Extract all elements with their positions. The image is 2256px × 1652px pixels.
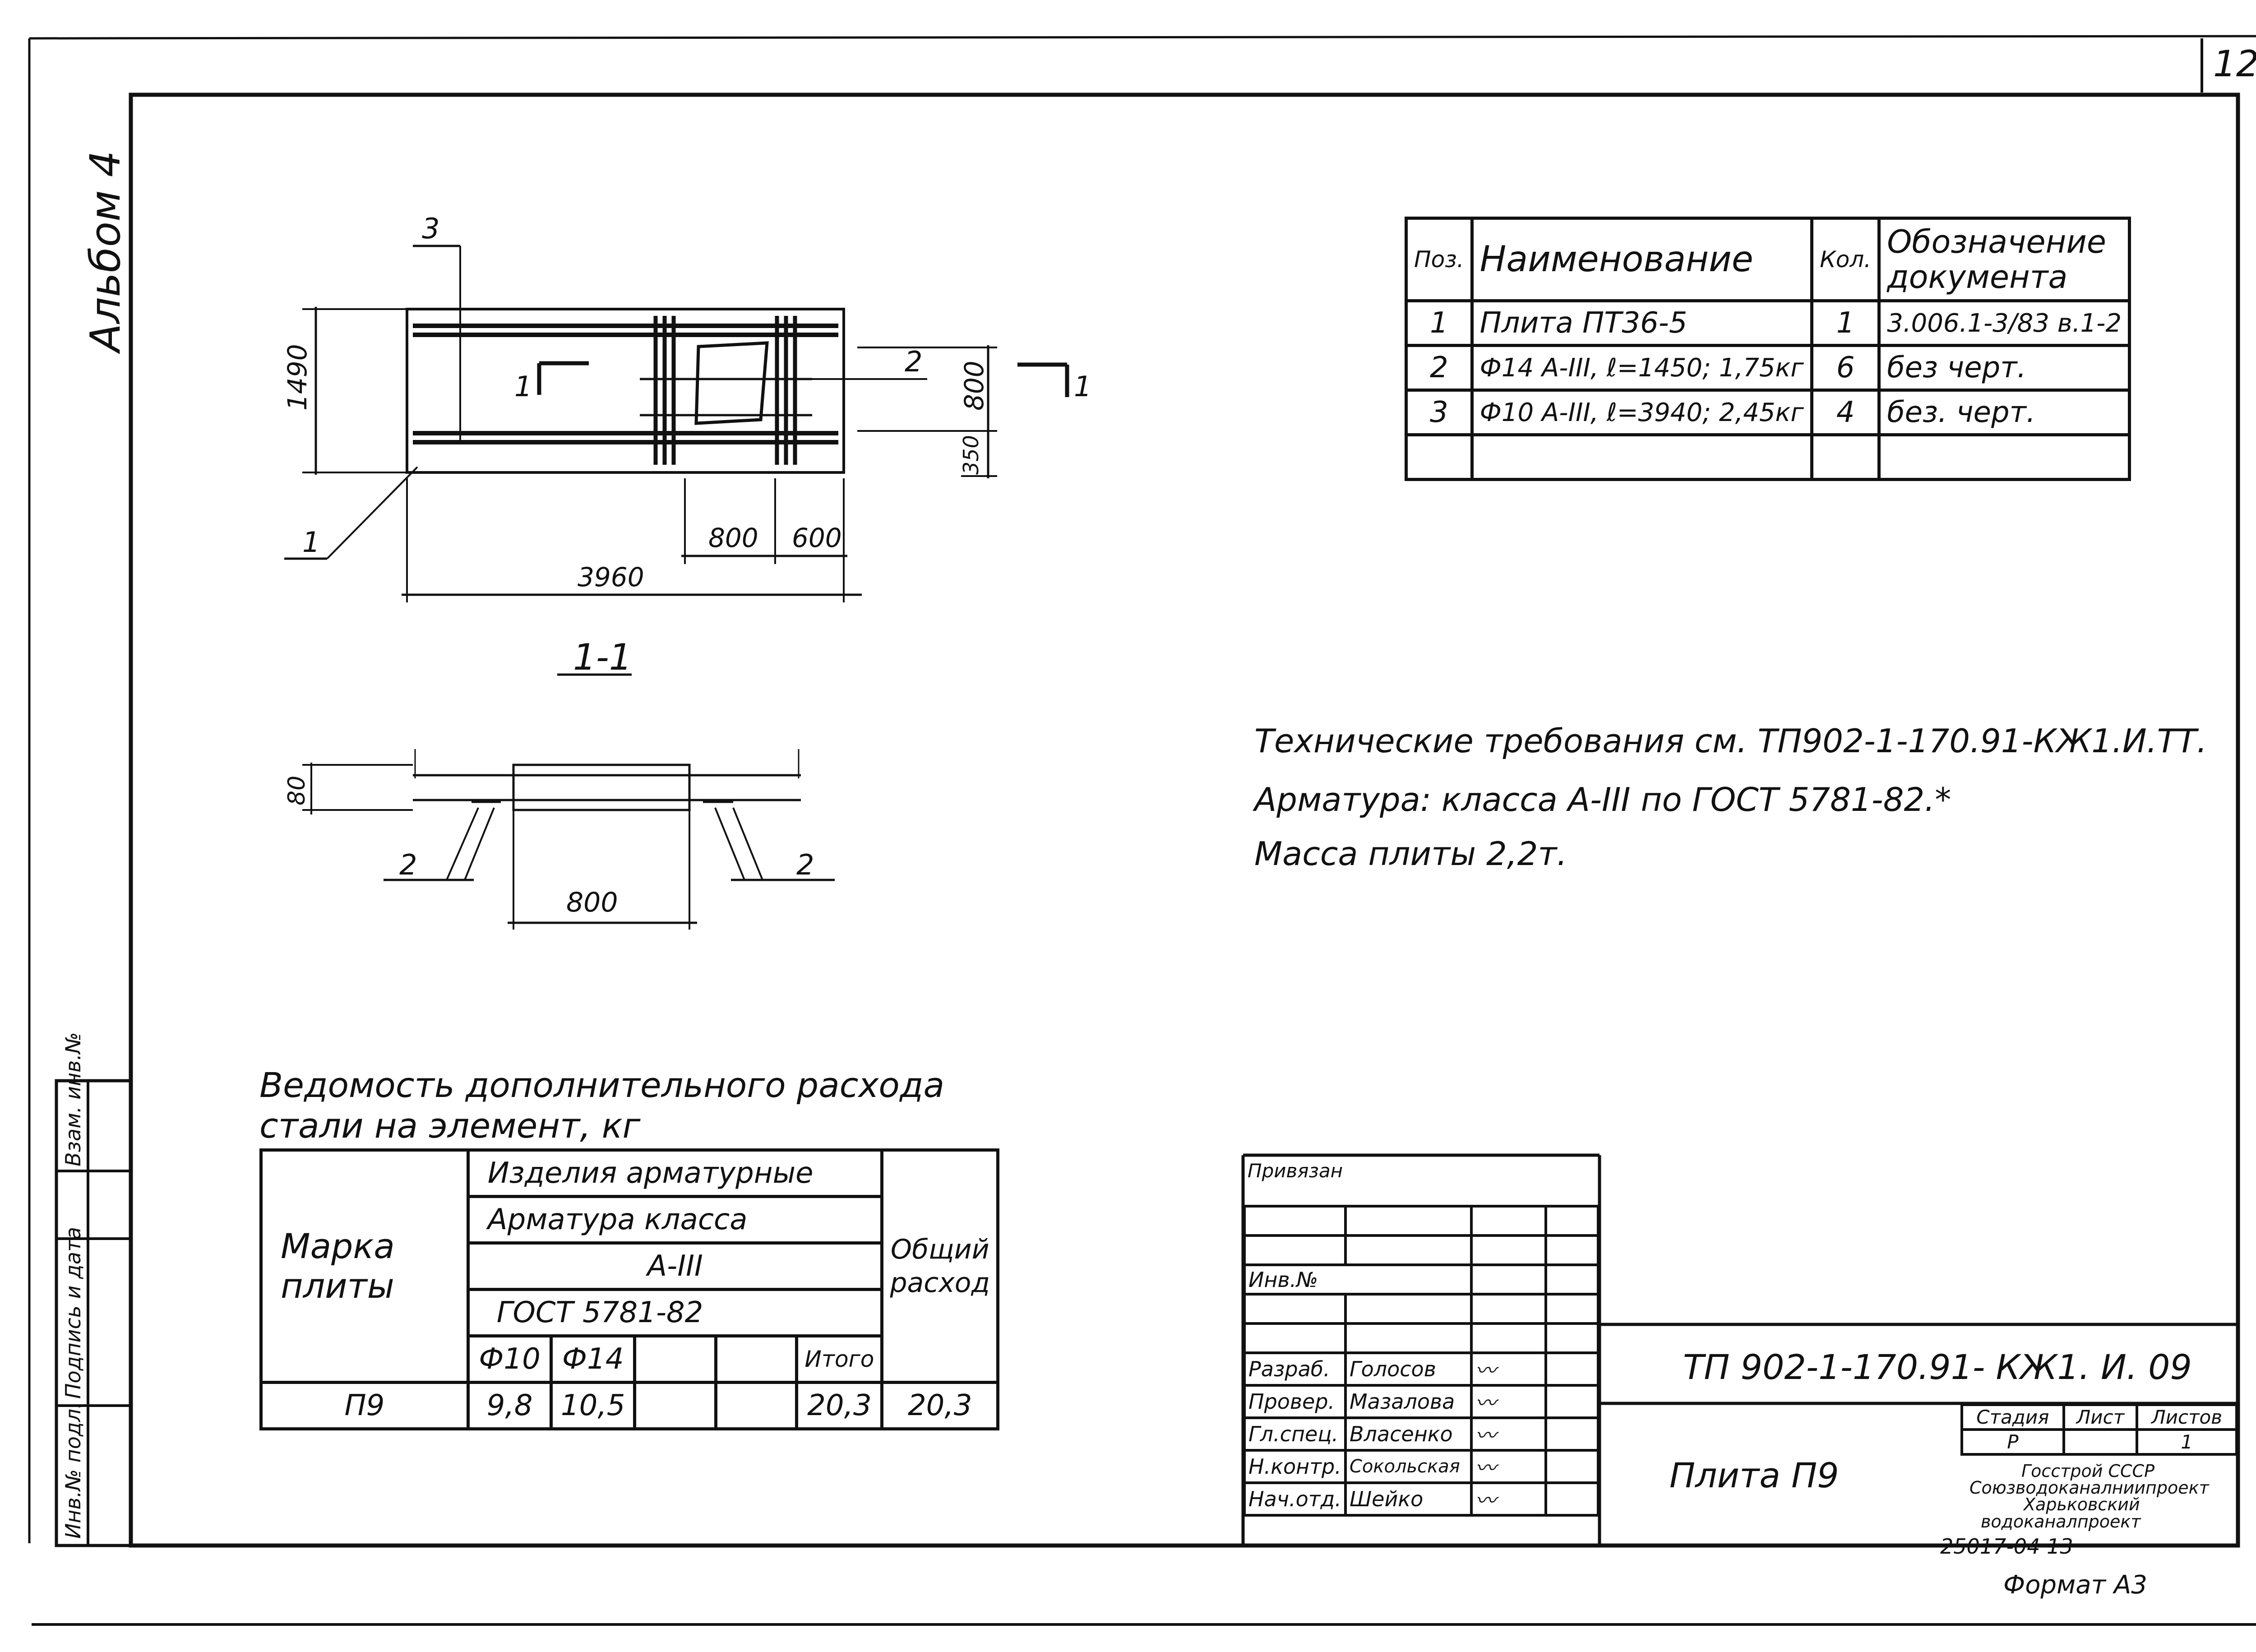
title-block-signatures: Инв.№ Разраб.Голосов〰 Провер.Мазалова〰 Г…: [1243, 1205, 1600, 1517]
side-stamp-podpis: Подпись и дата: [61, 1226, 85, 1399]
org-line-1: Госстрой СССР: [2021, 1461, 2155, 1481]
side-stamp-inv-podl: Инв.№ подл.: [61, 1402, 85, 1539]
org-line-3: Харьковский: [2024, 1495, 2140, 1514]
vedomost-title-1: Ведомость дополнительного расхода: [259, 1065, 945, 1105]
album-label: Альбом 4: [81, 150, 129, 352]
plan-dim-right-350: 350: [959, 435, 983, 475]
note-armatura: Арматура: класса А-III по ГОСТ 5781-82.*: [1254, 781, 1951, 819]
table-row: П9 9,8 10,5 20,3 20,3: [259, 1381, 999, 1430]
table-row: 2 Ф14 А-III, ℓ=1450; 1,75кг 6 без черт.: [1405, 344, 2131, 392]
vedomost-marka: Марка плиты: [259, 1148, 470, 1384]
signature-mark: 〰: [1470, 1416, 1547, 1452]
spec-header-doc: Обозначение документа: [1877, 217, 2131, 302]
plan-dim-bottom-800: 800: [708, 523, 758, 553]
plan-cut-right: 1: [1074, 370, 1092, 403]
signature-mark: 〰: [1470, 1384, 1547, 1419]
org-line-2: Союзводоканалниипроект: [1969, 1478, 2209, 1498]
vedomost-title-2: стали на элемент, кг: [259, 1106, 641, 1146]
plan-dim-right-800: 800: [959, 361, 989, 411]
plan-cut-left: 1: [514, 370, 532, 403]
note-tech-requirements: Технические требования см. ТП902-1-170.9…: [1254, 722, 2207, 760]
vedomost-obshiy: Общий расход: [880, 1148, 999, 1384]
spec-header-pos: Поз.: [1405, 217, 1474, 302]
plan-dim-bottom-600: 600: [792, 523, 842, 553]
spec-header-qty: Кол.: [1810, 217, 1881, 302]
signature-row: Разраб.Голосов〰: [1243, 1351, 1600, 1387]
signature-mark: 〰: [1470, 1481, 1547, 1517]
stage-sheet-box: Стадия Лист Листов Р 1: [1960, 1403, 2238, 1456]
signature-mark: 〰: [1470, 1351, 1547, 1387]
section-title: 1-1: [573, 636, 632, 678]
plan-pos-2: 2: [905, 345, 923, 378]
section-pos-right: 2: [796, 848, 814, 881]
signature-row: Провер.Мазалова〰: [1243, 1384, 1600, 1419]
sheet-format: Формат А3: [2003, 1570, 2147, 1600]
signature-row: Гл.спец.Власенко〰: [1243, 1416, 1600, 1452]
table-row: 1 Плита ПТ36-5 1 3.006.1-3/83 в.1-2: [1405, 299, 2131, 347]
steel-consumption-table: Марка плиты Изделия арматурные Общий рас…: [259, 1148, 999, 1430]
section-pos-left: 2: [399, 848, 417, 881]
signature-row: Н.контр.Сокольская〰: [1243, 1449, 1600, 1484]
signature-mark: 〰: [1470, 1449, 1547, 1484]
sheet-number: 12: [2213, 43, 2256, 85]
plan-pos-1: 1: [302, 526, 320, 559]
signature-row: Нач.отд.Шейко〰: [1243, 1481, 1600, 1517]
table-row: 3 Ф10 А-III, ℓ=3940; 2,45кг 4 без. черт.: [1405, 389, 2131, 436]
spec-header-name: Наименование: [1470, 217, 1814, 302]
table-row: [1405, 433, 2131, 481]
plan-pos-3: 3: [422, 212, 440, 245]
element-name: Плита П9: [1669, 1455, 1839, 1495]
plan-dim-height: 1490: [282, 344, 313, 411]
note-mass: Масса плиты 2,2т.: [1254, 835, 1567, 873]
specification-table: Поз. Наименование Кол. Обозначение докум…: [1405, 217, 2131, 481]
plan-dim-width-total: 3960: [578, 562, 644, 592]
title-privyazan: Привязан: [1248, 1160, 1343, 1182]
document-code: ТП 902-1-170.91- КЖ1. И. 09: [1683, 1347, 2192, 1387]
section-dim-opening: 800: [566, 887, 618, 918]
section-dim-thickness: 80: [283, 775, 310, 805]
side-stamp-vzam: Взам. инв.№: [61, 1032, 85, 1166]
archive-code: 25017-04 13: [1940, 1534, 2073, 1559]
org-line-4: водоканалпроект: [1981, 1512, 2141, 1532]
